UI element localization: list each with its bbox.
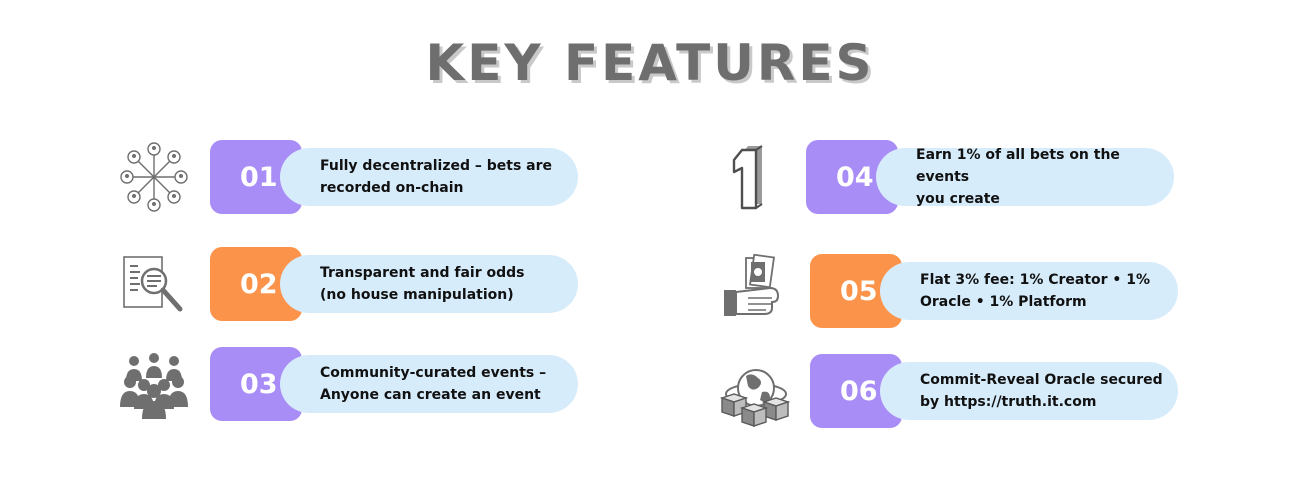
feature-text: Transparent and fair odds (no house mani… bbox=[320, 265, 525, 303]
network-icon bbox=[118, 140, 190, 214]
feature-text-pill: Commit-Reveal Oracle secured by https://… bbox=[880, 362, 1178, 420]
feature-text: Flat 3% fee: 1% Creator • 1% Oracle • 1%… bbox=[920, 272, 1151, 310]
feature-item-03: 03 Community-curated events – Anyone can… bbox=[118, 347, 588, 421]
hand-money-icon bbox=[718, 254, 790, 328]
feature-item-02: 02 Transparent and fair odds (no house m… bbox=[118, 247, 588, 321]
feature-text-pill: Transparent and fair odds (no house mani… bbox=[280, 255, 578, 313]
number-one-icon bbox=[714, 140, 786, 214]
community-icon bbox=[118, 347, 190, 421]
feature-text: Community-curated events – Anyone can cr… bbox=[320, 365, 547, 403]
feature-item-06: 06 Commit-Reveal Oracle secured by https… bbox=[718, 354, 1188, 428]
feature-item-04: 04 Earn 1% of all bets on the events you… bbox=[714, 140, 1184, 214]
feature-text-pill: Fully decentralized – bets are recorded … bbox=[280, 148, 578, 206]
feature-text: Commit-Reveal Oracle secured by https://… bbox=[920, 372, 1163, 410]
feature-text: Earn 1% of all bets on the events you cr… bbox=[916, 147, 1120, 207]
feature-item-05: 05 Flat 3% fee: 1% Creator • 1% Oracle •… bbox=[718, 254, 1188, 328]
document-search-icon bbox=[118, 247, 190, 321]
globe-blocks-icon bbox=[718, 354, 790, 428]
feature-text-pill: Flat 3% fee: 1% Creator • 1% Oracle • 1%… bbox=[880, 262, 1178, 320]
feature-item-01: 01 Fully decentralized – bets are record… bbox=[118, 140, 588, 214]
feature-text-pill: Community-curated events – Anyone can cr… bbox=[280, 355, 578, 413]
feature-text: Fully decentralized – bets are recorded … bbox=[320, 158, 553, 196]
page-title: KEY FEATURES bbox=[425, 34, 875, 92]
feature-text-pill: Earn 1% of all bets on the events you cr… bbox=[876, 147, 1174, 207]
